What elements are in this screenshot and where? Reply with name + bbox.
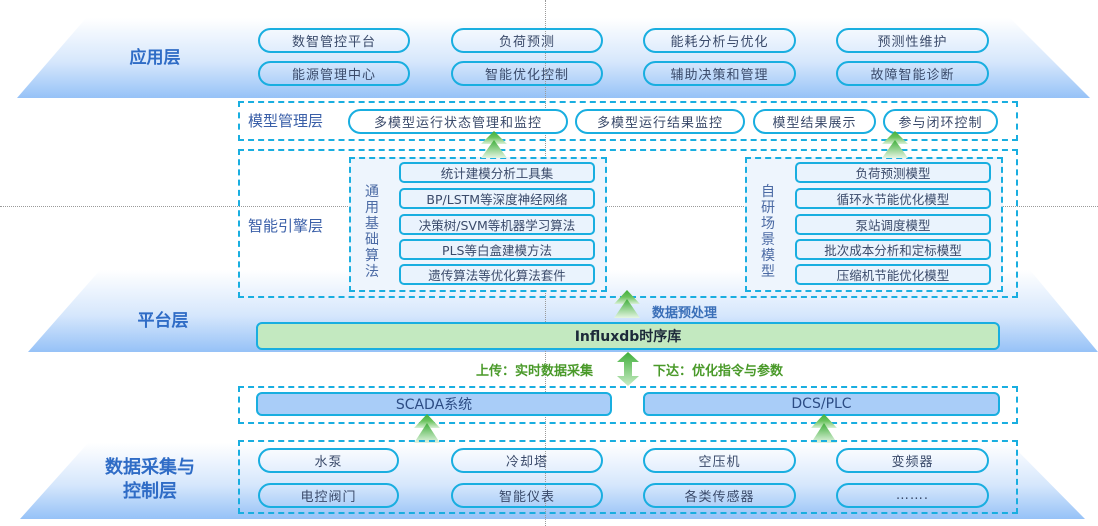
up-arrow-icon xyxy=(481,131,507,158)
app-item[interactable]: 辅助决策和管理 xyxy=(643,61,796,86)
model-mgmt-item[interactable]: 多模型运行结果监控 xyxy=(575,109,745,134)
data-acquisition-layer-title: 数据采集与 控制层 xyxy=(90,456,210,504)
app-item[interactable]: 能源管理中心 xyxy=(258,61,410,86)
title-line-2: 控制层 xyxy=(123,481,177,502)
vertical-label-char: 用 xyxy=(365,200,379,216)
model-mgmt-item[interactable]: 模型结果展示 xyxy=(753,109,876,134)
app-item[interactable]: 数智管控平台 xyxy=(258,28,410,53)
model-mgmt-item[interactable]: 多模型运行状态管理和监控 xyxy=(348,109,568,134)
model-management-title: 模型管理层 xyxy=(248,112,324,130)
app-item[interactable]: 智能优化控制 xyxy=(451,61,603,86)
device-item[interactable]: 冷却塔 xyxy=(451,448,603,473)
upload-label: 上传：实时数据采集 xyxy=(476,364,594,379)
vertical-label-char: 场 xyxy=(761,216,775,232)
vertical-label-char: 基 xyxy=(365,216,379,232)
general-algorithms-label: 通用基础算法 xyxy=(364,184,380,280)
up-arrow-icon xyxy=(811,414,837,443)
bidirectional-arrow-icon xyxy=(617,352,639,386)
app-item[interactable]: 故障智能诊断 xyxy=(836,61,989,86)
device-item[interactable]: 变频器 xyxy=(836,448,989,473)
dcs-plc-bar[interactable]: DCS/PLC xyxy=(643,392,1000,416)
scenario-model-item[interactable]: 批次成本分析和定标模型 xyxy=(795,239,991,260)
model-management-frame xyxy=(238,101,1018,141)
up-arrow-icon xyxy=(414,414,440,443)
scada-label: SCADA系统 xyxy=(395,397,473,413)
device-item[interactable]: 各类传感器 xyxy=(643,483,796,508)
device-item[interactable]: 电控阀门 xyxy=(258,483,399,508)
influxdb-bar[interactable]: Influxdb时序库 xyxy=(256,322,1000,350)
vertical-label-char: 法 xyxy=(365,264,379,280)
scenario-model-item[interactable]: 泵站调度模型 xyxy=(795,214,991,235)
scenario-model-item[interactable]: 压缩机节能优化模型 xyxy=(795,264,991,285)
model-mgmt-item[interactable]: 参与闭环控制 xyxy=(883,109,998,134)
influxdb-label: Influxdb时序库 xyxy=(574,329,682,345)
up-arrow-icon xyxy=(614,290,640,318)
application-layer-band xyxy=(17,18,1090,98)
vertical-label-char: 模 xyxy=(761,248,775,264)
vertical-label-char: 景 xyxy=(761,232,775,248)
device-item[interactable]: ……. xyxy=(836,483,989,508)
app-item[interactable]: 能耗分析与优化 xyxy=(643,28,796,53)
application-layer-title: 应用层 xyxy=(129,48,181,68)
device-item[interactable]: 智能仪表 xyxy=(451,483,603,508)
intelligent-engine-title: 智能引擎层 xyxy=(248,217,324,235)
app-item[interactable]: 负荷预测 xyxy=(451,28,603,53)
platform-layer-title: 平台层 xyxy=(137,311,189,331)
algorithm-item[interactable]: 决策树/SVM等机器学习算法 xyxy=(399,214,595,235)
control-systems-frame xyxy=(238,386,1018,424)
app-item[interactable]: 预测性维护 xyxy=(836,28,989,53)
scenario-model-item[interactable]: 负荷预测模型 xyxy=(795,162,991,183)
vertical-label-char: 研 xyxy=(761,200,775,216)
data-acquisition-frame xyxy=(238,440,1018,514)
preprocess-label: 数据预处理 xyxy=(652,306,718,321)
acquisition-layer-band xyxy=(20,443,1085,519)
scenario-models-label: 自研场景模型 xyxy=(760,184,776,280)
up-arrow-icon xyxy=(882,131,908,158)
vertical-label-char: 算 xyxy=(365,248,379,264)
scada-bar[interactable]: SCADA系统 xyxy=(256,392,612,416)
scenario-model-item[interactable]: 循环水节能优化模型 xyxy=(795,188,991,209)
vertical-label-char: 型 xyxy=(761,264,775,280)
title-line-1: 数据采集与 xyxy=(105,457,195,478)
device-item[interactable]: 水泵 xyxy=(258,448,399,473)
dcs-plc-label: DCS/PLC xyxy=(791,396,852,412)
vertical-label-char: 自 xyxy=(761,184,775,200)
download-label: 下达：优化指令与参数 xyxy=(653,364,784,379)
algorithm-item[interactable]: BP/LSTM等深度神经网络 xyxy=(399,188,595,209)
algorithm-item[interactable]: 统计建模分析工具集 xyxy=(399,162,595,183)
device-item[interactable]: 空压机 xyxy=(643,448,796,473)
vertical-label-char: 通 xyxy=(365,184,379,200)
algorithm-item[interactable]: 遗传算法等优化算法套件 xyxy=(399,264,595,285)
vertical-label-char: 础 xyxy=(365,232,379,248)
algorithm-item[interactable]: PLS等白盒建模方法 xyxy=(399,239,595,260)
